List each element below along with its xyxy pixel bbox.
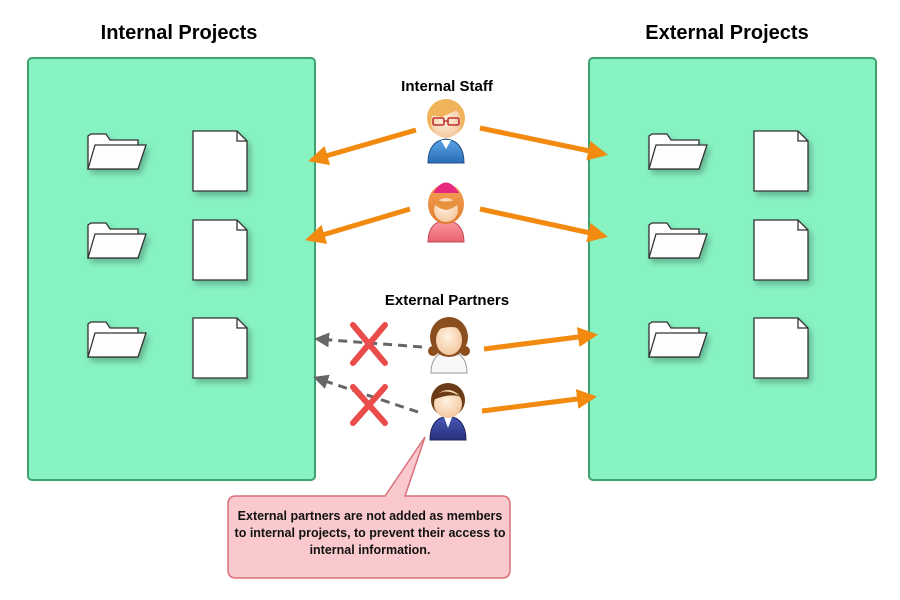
internal-projects-panel	[27, 57, 316, 481]
internal-folder-3	[87, 321, 147, 358]
cross-icon	[350, 322, 388, 366]
person-icon	[429, 383, 467, 441]
cross-icon	[350, 384, 388, 426]
external-folder-2	[648, 222, 708, 259]
partner2-to-external-arrow	[481, 389, 597, 414]
staff1-to-external-arrow	[479, 125, 608, 161]
internal-document-2	[192, 219, 248, 281]
internal-document-1	[192, 130, 248, 192]
person-icon	[427, 99, 465, 164]
internal-document-3	[192, 317, 248, 379]
staff1-to-internal-arrow	[308, 127, 417, 166]
external-folder-3	[648, 321, 708, 358]
external-partners-label: External Partners	[384, 292, 510, 309]
external-projects-panel	[588, 57, 877, 481]
external-document-1	[753, 130, 809, 192]
internal-staff-label: Internal Staff	[401, 78, 493, 95]
partner1-to-external-arrow	[483, 327, 598, 352]
staff2-to-internal-arrow	[305, 206, 411, 245]
access-arrows	[305, 125, 608, 414]
callout-bubble	[227, 436, 511, 579]
internal-folder-2	[87, 222, 147, 259]
person-icon	[428, 317, 470, 374]
external-folder-1	[648, 133, 708, 170]
person-icon	[427, 182, 465, 243]
partner2-to-internal-blocked-arrow	[313, 374, 419, 414]
external-projects-title: External Projects	[645, 22, 809, 44]
external-document-2	[753, 219, 809, 281]
external-document-3	[753, 317, 809, 379]
staff2-to-external-arrow	[479, 206, 608, 243]
callout-text: External partners are not added as membe…	[234, 509, 506, 557]
internal-projects-title: Internal Projects	[100, 22, 258, 44]
internal-folder-1	[87, 133, 147, 170]
